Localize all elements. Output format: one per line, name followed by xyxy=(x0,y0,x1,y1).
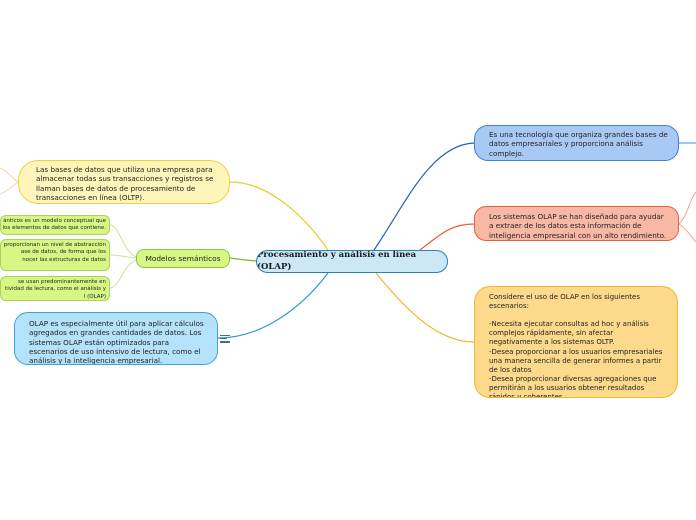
connector-right-top xyxy=(373,142,475,251)
topic-sistemas-olap[interactable]: Los sistemas OLAP se han diseñado para a… xyxy=(474,206,679,241)
topic-modelos-semanticos[interactable]: Modelos semánticos xyxy=(136,249,230,268)
connector-left-top-stub-1 xyxy=(0,167,19,183)
connector-left-top xyxy=(229,181,329,251)
topic-calculos-agregados[interactable]: OLAP es especialmente útil para aplicar … xyxy=(14,312,218,365)
topic-escenarios[interactable]: Considere el uso de OLAP en los siguient… xyxy=(474,286,678,398)
topic-tecnologia[interactable]: Es una tecnología que organiza grandes b… xyxy=(474,125,679,161)
note-lines-icon[interactable] xyxy=(220,335,230,344)
connector-sub-1 xyxy=(109,224,137,258)
connector-left-bottom xyxy=(217,272,329,339)
central-topic[interactable]: Procesamiento y análisis en línea (OLAP) xyxy=(256,250,448,273)
connector-right-mid-stub-2 xyxy=(678,223,696,243)
connector-sub-2 xyxy=(109,254,137,259)
connector-sub-3 xyxy=(109,259,137,289)
connector-right-bottom xyxy=(375,272,475,343)
connector-left-mid xyxy=(229,257,257,262)
subtopic-nivel-abstraccion[interactable]: proporcionan un nivel de abstracción ase… xyxy=(0,239,110,271)
topic-oltp[interactable]: Las bases de datos que utiliza una empre… xyxy=(18,160,230,204)
connector-left-top-stub-2 xyxy=(0,181,19,195)
connector-right-mid xyxy=(419,223,475,251)
subtopic-modelo-conceptual[interactable]: ánticos es un modelo conceptual que los … xyxy=(0,215,110,235)
subtopic-uso-lectura[interactable]: se usan predominantemente en tividad de … xyxy=(0,276,110,301)
connector-right-mid-stub-1 xyxy=(678,191,696,225)
